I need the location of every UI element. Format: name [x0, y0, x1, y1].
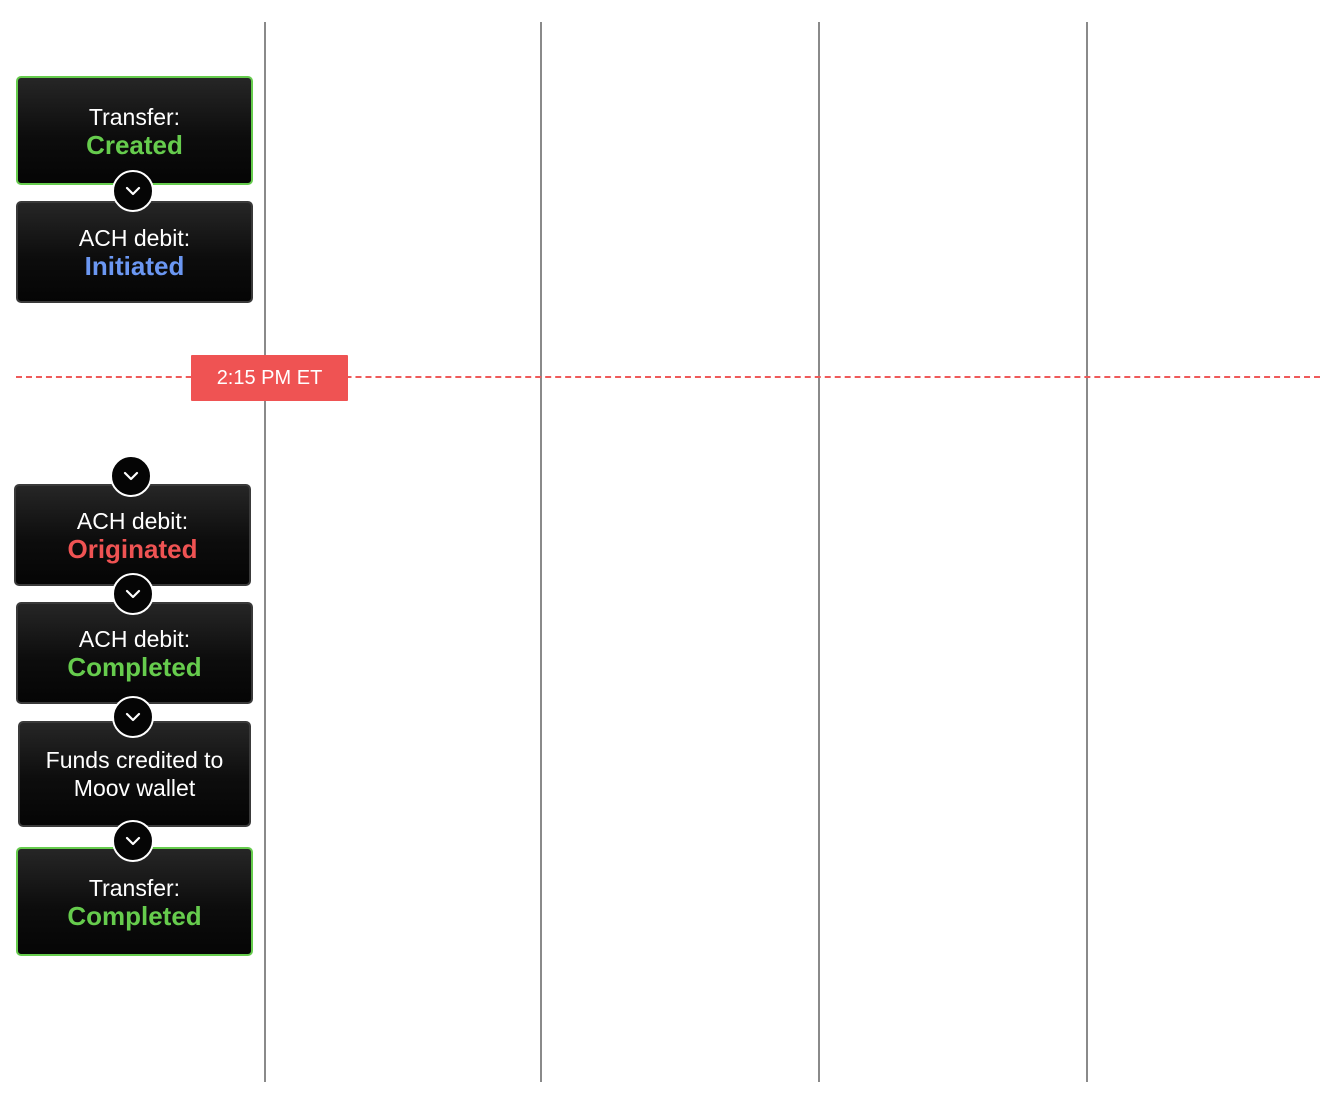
step-label: Transfer:	[88, 874, 181, 901]
chevron-down-icon	[112, 573, 154, 615]
lane-divider-2	[540, 22, 542, 1082]
step-status: Originated	[67, 534, 198, 564]
step-ach-debit-originated: ACH debit: Originated	[14, 484, 251, 586]
chevron-down-icon	[110, 455, 152, 497]
step-ach-debit-completed: ACH debit: Completed	[16, 602, 253, 704]
step-transfer-created: Transfer: Created	[16, 76, 253, 185]
cutoff-dashed-line	[16, 376, 1320, 378]
step-label: ACH debit:	[76, 508, 189, 534]
lane-divider-1	[264, 22, 266, 1082]
chevron-down-icon	[112, 820, 154, 862]
cutoff-time-label: 2:15 PM ET	[191, 355, 348, 401]
chevron-down-icon	[112, 170, 154, 212]
step-label: ACH debit:	[78, 626, 191, 652]
step-label-line2: Moov wallet	[73, 775, 196, 801]
lane-divider-4	[1086, 22, 1088, 1082]
step-funds-credited: Funds credited to Moov wallet	[18, 721, 251, 827]
step-status: Initiated	[84, 251, 185, 281]
step-label: ACH debit:	[78, 225, 191, 251]
step-transfer-completed: Transfer: Completed	[16, 847, 253, 956]
step-label: Funds credited to	[45, 747, 224, 773]
step-ach-debit-initiated: ACH debit: Initiated	[16, 201, 253, 303]
step-label: Transfer:	[88, 103, 181, 130]
step-status: Completed	[67, 900, 202, 931]
step-status: Completed	[67, 652, 202, 682]
step-status: Created	[86, 129, 183, 160]
chevron-down-icon	[112, 696, 154, 738]
lane-divider-3	[818, 22, 820, 1082]
